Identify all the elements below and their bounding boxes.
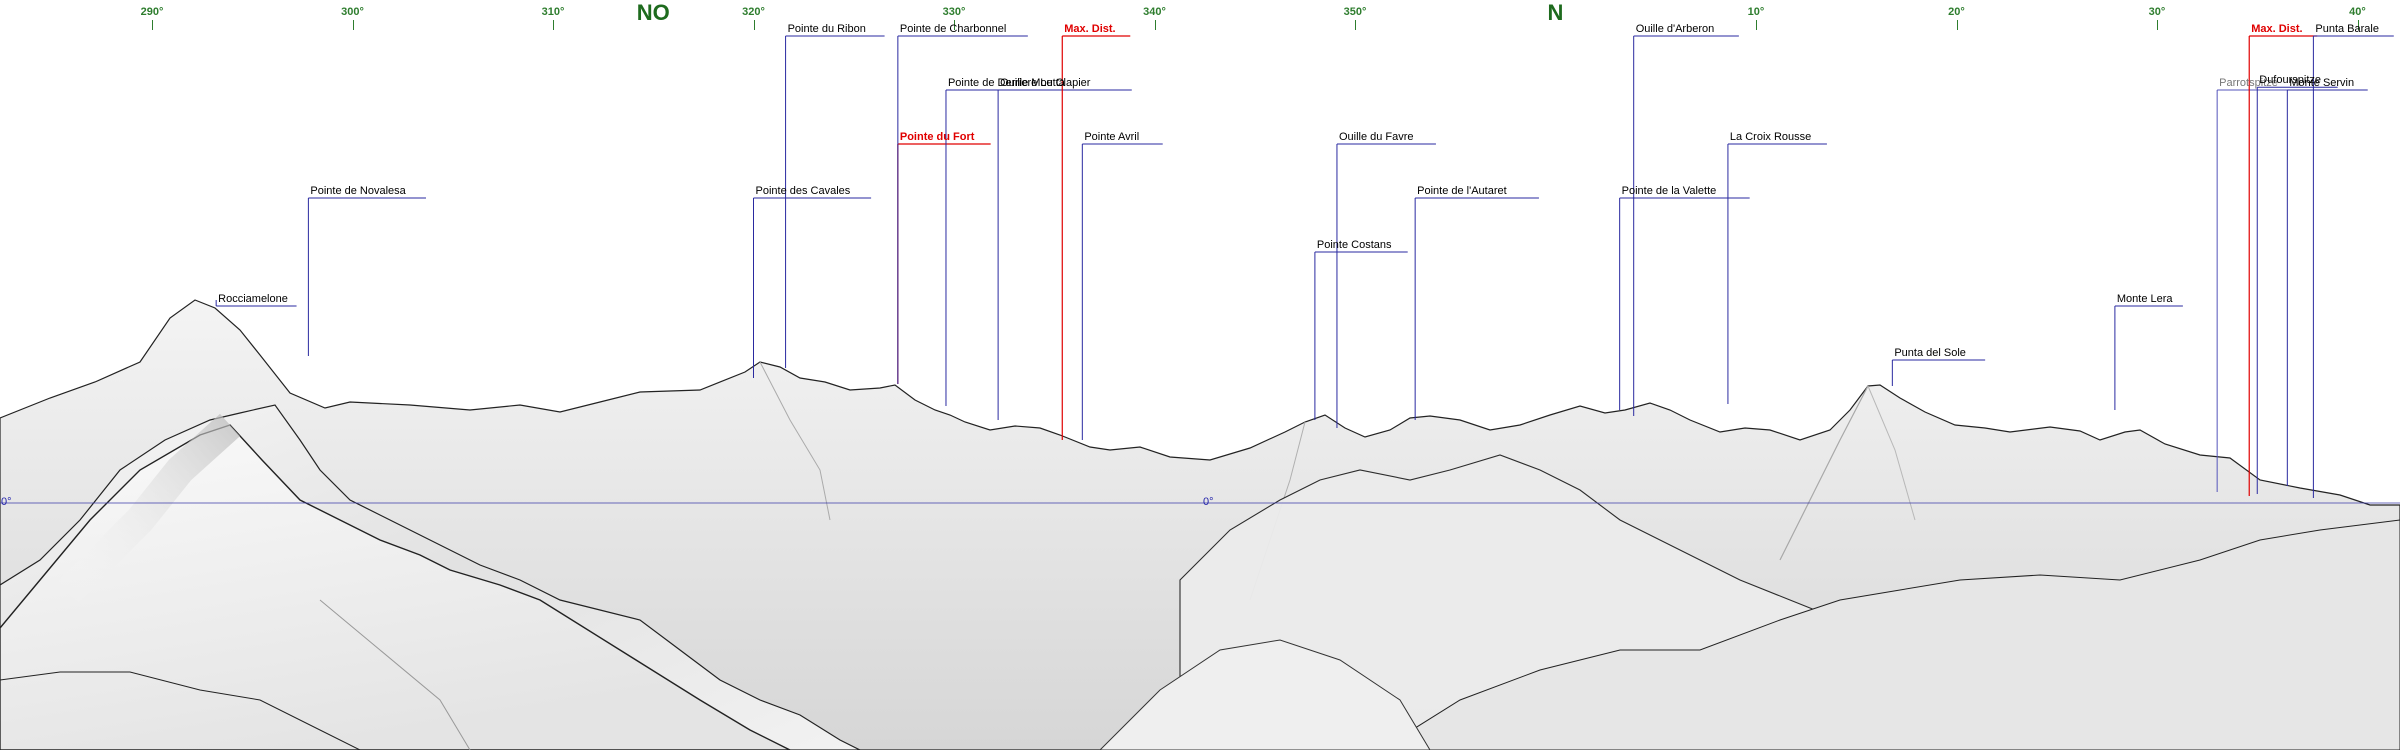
compass-tick-mark	[1756, 20, 1757, 30]
horizon-label-center: 0°	[1203, 496, 1214, 508]
near-ridge	[0, 424, 791, 750]
compass-tick-mark	[1154, 20, 1156, 30]
peak-label[interactable]: Pointe de la Valette	[1621, 185, 1717, 197]
compass-tick: 350°	[1343, 6, 1367, 18]
peak-label[interactable]: Pointe du Ribon	[787, 23, 866, 35]
compass-tick-mark	[553, 20, 554, 30]
compass-tick: 340°	[1143, 6, 1166, 18]
compass-tick-mark	[1355, 20, 1356, 30]
peak-label[interactable]: Parrotspitze	[2219, 77, 2278, 89]
peak-label[interactable]: Dufourspitze	[2259, 74, 2322, 87]
peak-label[interactable]: Pointe Avril	[1084, 131, 1140, 143]
peak-label[interactable]: Pointe de Charbonnel	[899, 23, 1007, 35]
compass-tick: 290°	[140, 6, 164, 18]
peak-label[interactable]: Punta del Sole	[1894, 347, 1966, 359]
cardinal-label: N	[1547, 0, 1564, 25]
compass-tick-mark	[2157, 20, 2158, 30]
peak-label[interactable]: Monte Servin	[2289, 77, 2355, 89]
compass-tick: 300°	[341, 6, 364, 18]
peak-label[interactable]: Pointe du Fort	[899, 131, 975, 143]
compass-tick: 320°	[742, 6, 765, 18]
compass-tick: 30°	[2148, 6, 2166, 18]
compass-tick-mark	[1956, 20, 1958, 30]
peak-label[interactable]: Max. Dist.	[2251, 23, 2303, 35]
compass-tick: 330°	[942, 6, 966, 18]
cardinal-label: NO	[636, 0, 670, 25]
peak-label[interactable]: Monte Lera	[2116, 293, 2173, 305]
compass-tick: 20°	[1948, 6, 1965, 18]
peak-label[interactable]: Ouille du Favre	[1338, 131, 1414, 143]
peak-label[interactable]: Punta Barale	[2315, 23, 2379, 35]
compass-tick: 10°	[1747, 6, 1765, 18]
peak-label[interactable]: Pointe des Cavales	[755, 185, 851, 197]
peak-label[interactable]: Ouille Moutta	[1000, 77, 1065, 89]
compass-tick-mark	[954, 20, 955, 30]
compass-tick-mark	[352, 20, 354, 30]
peak-label[interactable]: Rocciamelone	[218, 293, 288, 305]
compass-tick-mark	[753, 20, 755, 30]
peak-label[interactable]: Ouille d'Arberon	[1635, 23, 1715, 35]
compass-tick: 40°	[2349, 6, 2366, 18]
peak-label[interactable]: Pointe de l'Autaret	[1417, 185, 1507, 197]
peak-label[interactable]: Pointe de Derriere Le Clapier	[947, 77, 1091, 89]
peak-label[interactable]: La Croix Rousse	[1729, 131, 1812, 143]
peak-label[interactable]: Pointe de Novalesa	[310, 185, 406, 197]
horizon-label-left: 0°	[1, 496, 12, 508]
peak-label[interactable]: Pointe Costans	[1316, 239, 1392, 251]
compass-tick-mark	[2357, 20, 2359, 30]
compass-tick: 310°	[541, 6, 565, 18]
peak-label[interactable]: Max. Dist.	[1064, 23, 1116, 35]
compass-tick-mark	[152, 20, 153, 30]
